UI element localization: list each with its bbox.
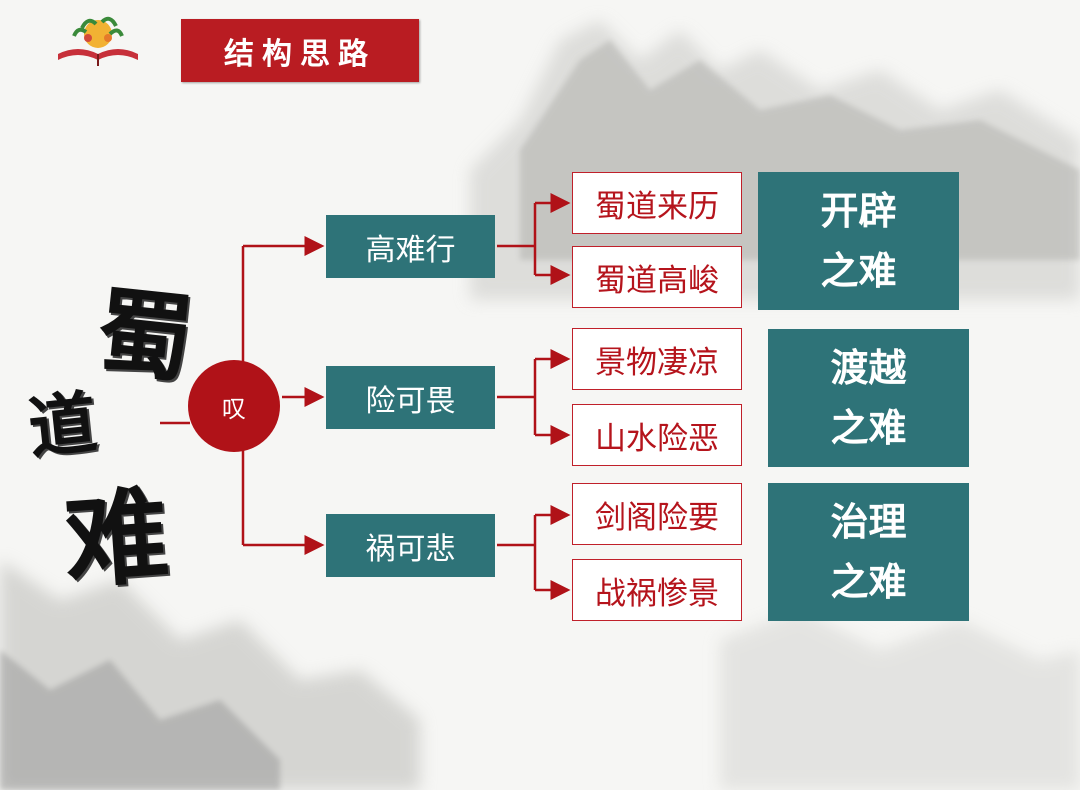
leaf-node: 景物凄凉: [572, 328, 742, 390]
summary-line: 治理: [830, 492, 906, 552]
summary-box-3: 治理 之难: [768, 483, 969, 621]
summary-line: 之难: [830, 398, 906, 458]
leaf-node: 蜀道高峻: [572, 246, 742, 308]
summary-box-1: 开辟 之难: [758, 172, 959, 310]
summary-line: 渡越: [830, 338, 906, 398]
summary-line: 开辟: [820, 181, 896, 241]
summary-line: 之难: [820, 241, 896, 301]
leaf-node: 山水险恶: [572, 404, 742, 466]
root-node: 叹: [188, 360, 280, 452]
branch-node-3: 祸可悲: [326, 514, 495, 577]
summary-box-2: 渡越 之难: [768, 329, 969, 467]
leaf-node: 剑阁险要: [572, 483, 742, 545]
branch-node-1: 高难行: [326, 215, 495, 278]
leaf-node: 战祸惨景: [572, 559, 742, 621]
branch-node-2: 险可畏: [326, 366, 495, 429]
summary-line: 之难: [830, 552, 906, 612]
leaf-node: 蜀道来历: [572, 172, 742, 234]
